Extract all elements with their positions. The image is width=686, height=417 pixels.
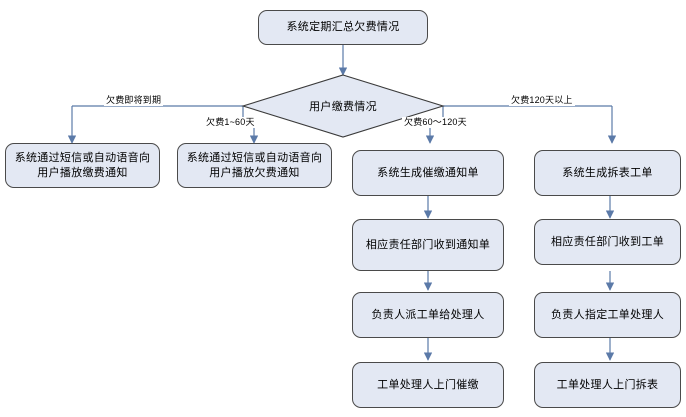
edge-label-branch1: 欠费即将到期: [104, 95, 164, 106]
node-col3-dept-receives-notice[interactable]: 相应责任部门收到通知单: [352, 219, 504, 271]
node-col4-dept-receives-order[interactable]: 相应责任部门收到工单: [534, 219, 681, 265]
decision-diamond-shape: [241, 74, 445, 138]
decision-payment-status[interactable]: 用户缴费情况: [243, 75, 443, 137]
node-col3-onsite-dunning[interactable]: 工单处理人上门催缴: [352, 362, 504, 408]
edge-label-branch4: 欠费120天以上: [509, 95, 575, 106]
edge-label-branch3: 欠费60～120天: [402, 117, 469, 128]
node-label: 系统通过短信或自动语音向用户播放缴费通知: [14, 151, 151, 179]
node-label: 相应责任部门收到工单: [551, 235, 664, 248]
node-label: 负责人指定工单处理人: [551, 308, 664, 321]
node-label: 工单处理人上门拆表: [556, 378, 659, 391]
node-label: 工单处理人上门催缴: [377, 378, 479, 391]
node-col3-assign-handler[interactable]: 负责人派工单给处理人: [352, 292, 504, 338]
node-col4-designate-handler[interactable]: 负责人指定工单处理人: [534, 292, 681, 338]
node-label: 相应责任部门收到通知单: [365, 238, 491, 251]
node-label: 系统通过短信或自动语音向用户播放欠费通知: [186, 151, 323, 179]
node-label: 系统定期汇总欠费情况: [286, 21, 400, 33]
node-label: 负责人派工单给处理人: [371, 308, 485, 321]
node-col4-generate-removal-order[interactable]: 系统生成拆表工单: [534, 150, 681, 196]
decision-label: 用户缴费情况: [309, 101, 377, 113]
node-col4-onsite-removal[interactable]: 工单处理人上门拆表: [534, 362, 681, 408]
node-col2-notify-overdue[interactable]: 系统通过短信或自动语音向用户播放欠费通知: [177, 143, 332, 188]
node-label: 系统生成催缴通知单: [377, 166, 479, 179]
node-label: 系统生成拆表工单: [562, 166, 653, 179]
node-summary-overdue[interactable]: 系统定期汇总欠费情况: [258, 10, 428, 45]
edge-label-branch2: 欠费1~60天: [204, 117, 257, 128]
node-col1-notify-payment[interactable]: 系统通过短信或自动语音向用户播放缴费通知: [5, 143, 160, 188]
node-col3-generate-dunning-notice[interactable]: 系统生成催缴通知单: [352, 150, 504, 196]
